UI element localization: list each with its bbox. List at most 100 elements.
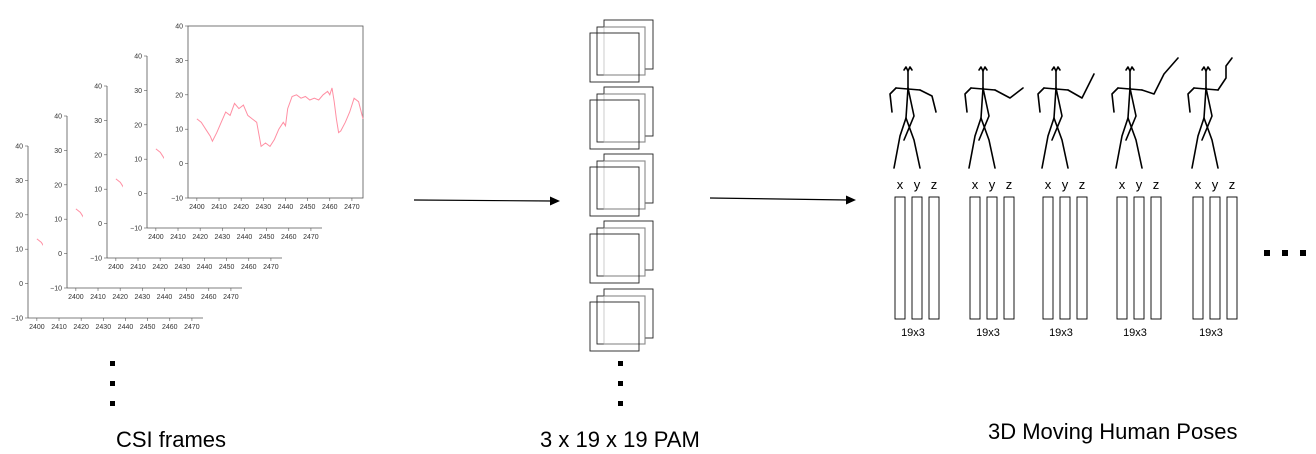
right-leg bbox=[1127, 117, 1143, 169]
csi-y-tick-label: −10 bbox=[90, 256, 102, 263]
left-arm bbox=[889, 87, 897, 113]
coordinate-column bbox=[1133, 196, 1145, 320]
axis-label-x: x bbox=[972, 177, 979, 192]
coordinate-column bbox=[1059, 196, 1071, 320]
csi-x-tick-label: 2440 bbox=[118, 324, 134, 331]
csi-frames-stack: −10 0 10 20 30 40 2400 2410 2420 2430 2440 2450 2460… bbox=[4, 22, 367, 336]
csi-y-tick-label: 30 bbox=[54, 148, 62, 155]
coordinate-column bbox=[911, 196, 923, 320]
csi-y-tick-label: 20 bbox=[94, 152, 102, 159]
csi-x-tick-label: 2450 bbox=[140, 324, 156, 331]
csi-x-tick-label: 2470 bbox=[184, 324, 200, 331]
coordinate-column bbox=[894, 196, 906, 320]
coordinate-column bbox=[1003, 196, 1015, 320]
csi-y-tick-label: 30 bbox=[134, 88, 142, 95]
poses-horizontal-ellipsis bbox=[1264, 250, 1306, 256]
torso-left-leg bbox=[1191, 87, 1207, 169]
csi-x-tick-label: 2400 bbox=[108, 264, 124, 271]
csi-y-tick-label: 20 bbox=[54, 182, 62, 189]
stick-figure bbox=[889, 66, 937, 169]
csi-x-tick-label: 2440 bbox=[157, 294, 173, 301]
pose-dimension-label: 19x3 bbox=[976, 327, 1000, 339]
csi-vertical-ellipsis bbox=[110, 361, 115, 406]
pam-channel-square bbox=[589, 32, 640, 83]
csi-x-tick-label: 2450 bbox=[219, 264, 235, 271]
right-arm bbox=[994, 87, 1024, 99]
csi-x-tick-label: 2430 bbox=[256, 204, 272, 211]
pam-channel-square bbox=[589, 166, 640, 217]
torso-left-leg bbox=[1115, 87, 1131, 169]
arrow-csi-to-pam bbox=[413, 196, 560, 206]
right-leg bbox=[905, 117, 921, 169]
csi-x-tick-label: 2400 bbox=[68, 294, 84, 301]
coordinate-column bbox=[969, 196, 981, 320]
coordinate-column bbox=[1192, 196, 1204, 320]
axis-label-y: y bbox=[1136, 177, 1143, 192]
csi-y-tick-label: 10 bbox=[94, 187, 102, 194]
pose-dimension-label: 19x3 bbox=[901, 327, 925, 339]
coordinate-column bbox=[1076, 196, 1088, 320]
spine-cross bbox=[1201, 87, 1213, 141]
csi-x-tick-label: 2440 bbox=[197, 264, 213, 271]
csi-y-tick-label: 10 bbox=[15, 247, 23, 254]
pam-stack-5 bbox=[589, 288, 654, 352]
csi-y-tick-label: 20 bbox=[15, 212, 23, 219]
right-leg bbox=[1203, 117, 1219, 169]
csi-x-tick-label: 2430 bbox=[96, 324, 112, 331]
axis-label-x: x bbox=[1045, 177, 1052, 192]
axis-label-z: z bbox=[1079, 177, 1086, 192]
csi-x-tick-label: 2420 bbox=[112, 294, 128, 301]
csi-x-tick-label: 2400 bbox=[29, 324, 45, 331]
coordinate-column bbox=[1209, 196, 1221, 320]
arrow-pam-to-poses bbox=[709, 195, 856, 205]
csi-y-tick-label: 0 bbox=[179, 161, 183, 168]
csi-x-tick-label: 2420 bbox=[233, 204, 249, 211]
csi-x-tick-label: 2460 bbox=[281, 234, 297, 241]
csi-y-tick-label: 40 bbox=[134, 54, 142, 61]
pam-stack-4 bbox=[589, 220, 654, 284]
coordinate-column bbox=[1042, 196, 1054, 320]
csi-x-tick-label: 2430 bbox=[215, 234, 231, 241]
left-arm bbox=[964, 87, 972, 113]
csi-y-tick-label: 0 bbox=[58, 251, 62, 258]
csi-x-tick-label: 2460 bbox=[201, 294, 217, 301]
coordinate-column bbox=[1116, 196, 1128, 320]
csi-x-tick-label: 2470 bbox=[223, 294, 239, 301]
pam-stack-2 bbox=[589, 86, 654, 150]
csi-x-tick-label: 2400 bbox=[189, 204, 205, 211]
csi-y-tick-label: 40 bbox=[94, 84, 102, 91]
csi-y-tick-label: 0 bbox=[19, 281, 23, 288]
csi-x-tick-label: 2430 bbox=[175, 264, 191, 271]
csi-y-tick-label: 0 bbox=[98, 221, 102, 228]
torso-left-leg bbox=[1041, 87, 1057, 169]
pam-channel-square bbox=[596, 295, 646, 345]
csi-x-tick-label: 2410 bbox=[130, 264, 146, 271]
csi-x-tick-label: 2440 bbox=[237, 234, 253, 241]
pam-inner-edge bbox=[603, 93, 646, 143]
pam-inner-edge bbox=[603, 227, 646, 277]
axis-label-z: z bbox=[1153, 177, 1160, 192]
pose-dimension-label: 19x3 bbox=[1049, 327, 1073, 339]
stick-figure bbox=[1037, 66, 1095, 169]
csi-y-tick-label: 40 bbox=[175, 24, 183, 31]
csi-x-tick-label: 2430 bbox=[135, 294, 151, 301]
csi-x-tick-label: 2460 bbox=[241, 264, 257, 271]
pam-channel-square bbox=[596, 26, 646, 76]
pam-inner-edge bbox=[603, 26, 646, 76]
csi-y-tick-label: −10 bbox=[50, 286, 62, 293]
axis-label-x: x bbox=[1195, 177, 1202, 192]
csi-x-tick-label: 2410 bbox=[90, 294, 106, 301]
right-arm bbox=[1217, 57, 1233, 91]
axis-label-y: y bbox=[989, 177, 996, 192]
csi-y-tick-label: −10 bbox=[171, 196, 183, 203]
pam-channel-square bbox=[589, 301, 640, 352]
caption-poses: 3D Moving Human Poses bbox=[988, 419, 1237, 444]
csi-y-tick-label: 30 bbox=[175, 58, 183, 65]
csi-x-tick-label: 2410 bbox=[51, 324, 67, 331]
